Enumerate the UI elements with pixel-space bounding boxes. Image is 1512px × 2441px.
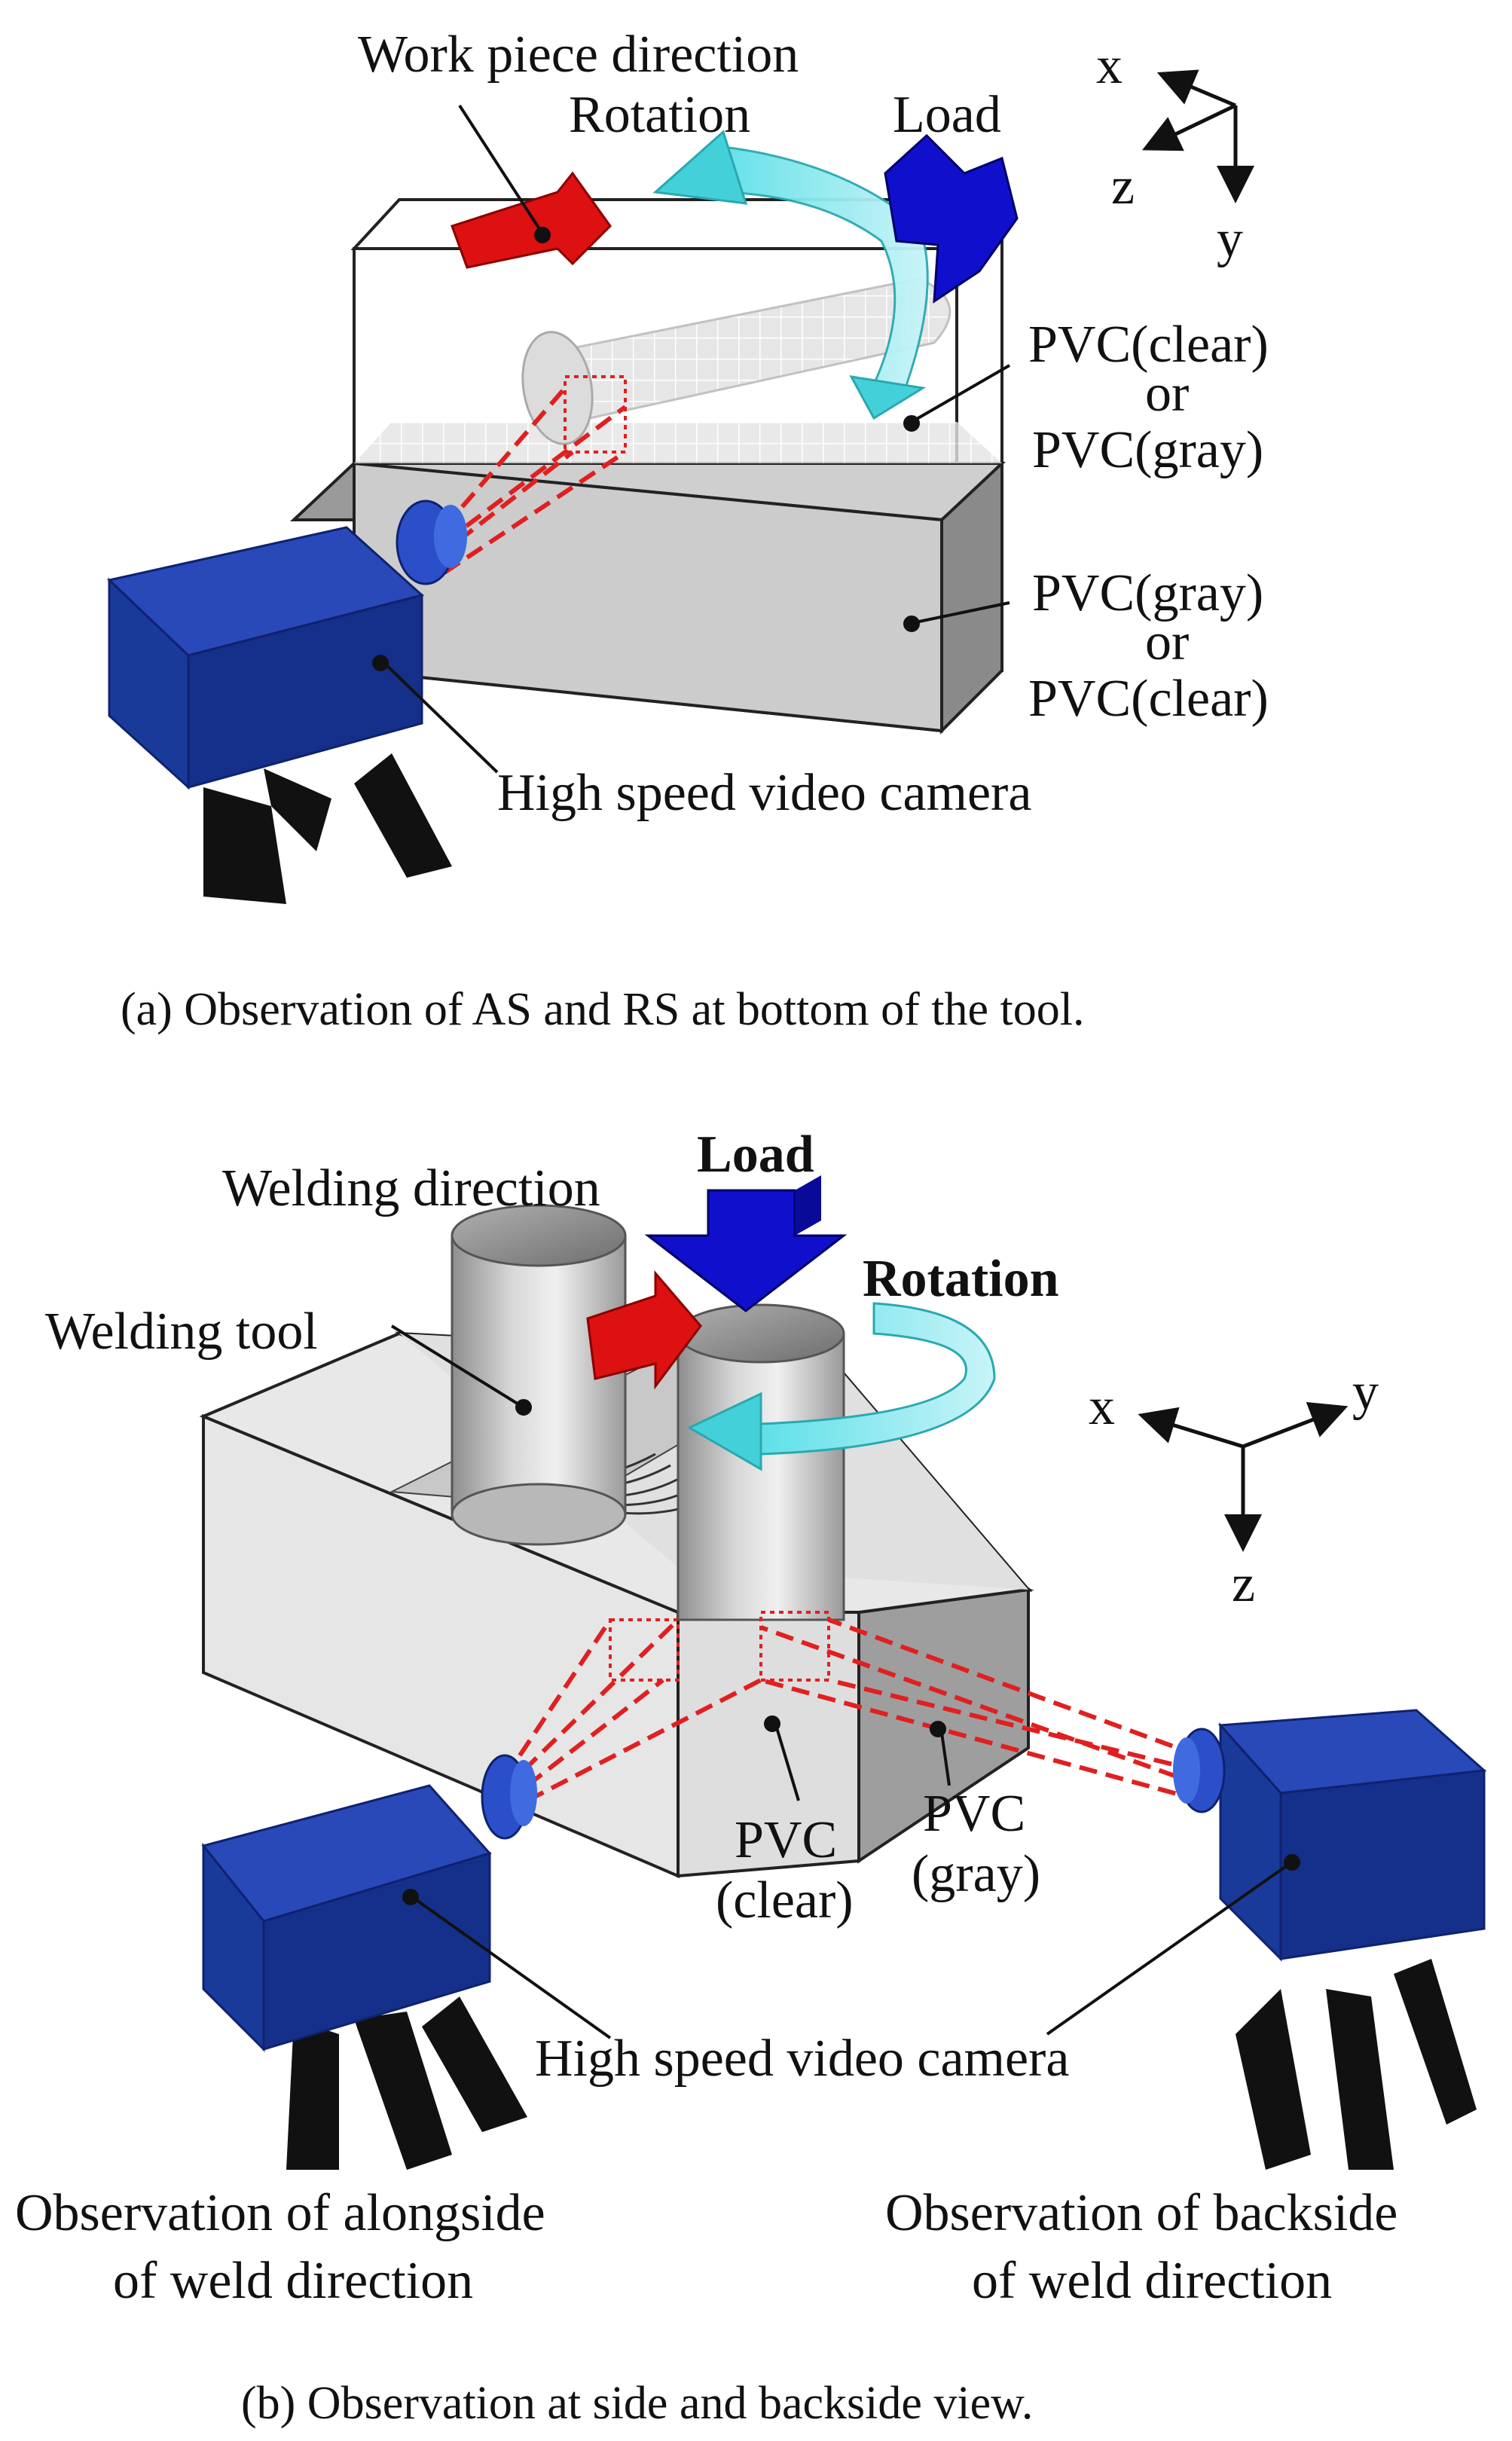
label-pvc-top-1: PVC(clear) bbox=[1028, 316, 1269, 374]
label-pvc-top-or: or bbox=[1145, 365, 1189, 423]
label-pvc-gray-2: (gray) bbox=[912, 1845, 1040, 1903]
panel-b: x y z Load Welding direction Rotation We… bbox=[15, 1126, 1487, 2429]
label-load-b: Load bbox=[697, 1126, 814, 1184]
axes-a bbox=[1141, 69, 1254, 203]
load-arrow-a bbox=[884, 133, 1019, 304]
label-pvc-gray-1: PVC bbox=[923, 1785, 1025, 1843]
tool-shoulder-cylinder bbox=[677, 1303, 845, 1621]
caption-b: (b) Observation at side and backside vie… bbox=[241, 2378, 1033, 2429]
work-piece-direction-arrow bbox=[451, 171, 612, 269]
axes-b bbox=[1138, 1402, 1349, 1552]
sight-lines-b bbox=[518, 1618, 1203, 1803]
label-obs-backside-1: Observation of backside bbox=[885, 2184, 1397, 2242]
label-welding-direction: Welding direction bbox=[222, 1159, 600, 1217]
label-pvc-clear-2: (clear) bbox=[716, 1871, 854, 1929]
observation-windows bbox=[609, 1611, 830, 1682]
camera-a bbox=[106, 500, 467, 904]
label-camera-b: High speed video camera bbox=[535, 2030, 1069, 2088]
label-rotation-a: Rotation bbox=[569, 86, 750, 144]
label-camera-a: High speed video camera bbox=[497, 764, 1031, 822]
caption-a: (a) Observation of AS and RS at bottom o… bbox=[121, 984, 1084, 1035]
welding-direction-arrow bbox=[586, 1269, 702, 1390]
label-obs-alongside-2: of weld direction bbox=[113, 2252, 473, 2310]
panel-a: x z y Work piece direction Rotation Load… bbox=[106, 26, 1269, 1035]
axis-x-label-b: x bbox=[1089, 1378, 1115, 1436]
axis-x-label-a: x bbox=[1096, 37, 1123, 95]
label-pvc-bottom-or: or bbox=[1145, 613, 1189, 671]
leader-lines-b bbox=[390, 1324, 1300, 2039]
label-rotation-b: Rotation bbox=[863, 1250, 1059, 1308]
label-pvc-top-2: PVC(gray) bbox=[1032, 421, 1263, 479]
label-pvc-clear-1: PVC bbox=[735, 1811, 837, 1869]
axis-y-label-a: y bbox=[1217, 210, 1243, 268]
axis-z-label-b: z bbox=[1232, 1555, 1255, 1613]
camera-b-left bbox=[201, 1754, 537, 2170]
label-welding-tool: Welding tool bbox=[45, 1303, 318, 1361]
leader-lines-a bbox=[372, 104, 1010, 774]
label-obs-backside-2: of weld direction bbox=[972, 2252, 1332, 2310]
load-arrow-b bbox=[644, 1175, 848, 1312]
label-obs-alongside-1: Observation of alongside bbox=[15, 2184, 545, 2242]
label-pvc-bottom-1: PVC(gray) bbox=[1032, 564, 1263, 622]
welding-tool-cylinder bbox=[451, 1204, 627, 1546]
axis-y-label-b: y bbox=[1352, 1363, 1379, 1421]
label-pvc-bottom-2: PVC(clear) bbox=[1028, 670, 1269, 728]
rotation-arrow-a bbox=[652, 130, 929, 420]
label-load-a: Load bbox=[893, 86, 1001, 144]
label-work-piece-direction: Work piece direction bbox=[358, 26, 799, 84]
axis-z-label-a: z bbox=[1111, 157, 1135, 215]
camera-b-right bbox=[1173, 1709, 1487, 2170]
rotation-arrow-b bbox=[686, 1302, 996, 1471]
